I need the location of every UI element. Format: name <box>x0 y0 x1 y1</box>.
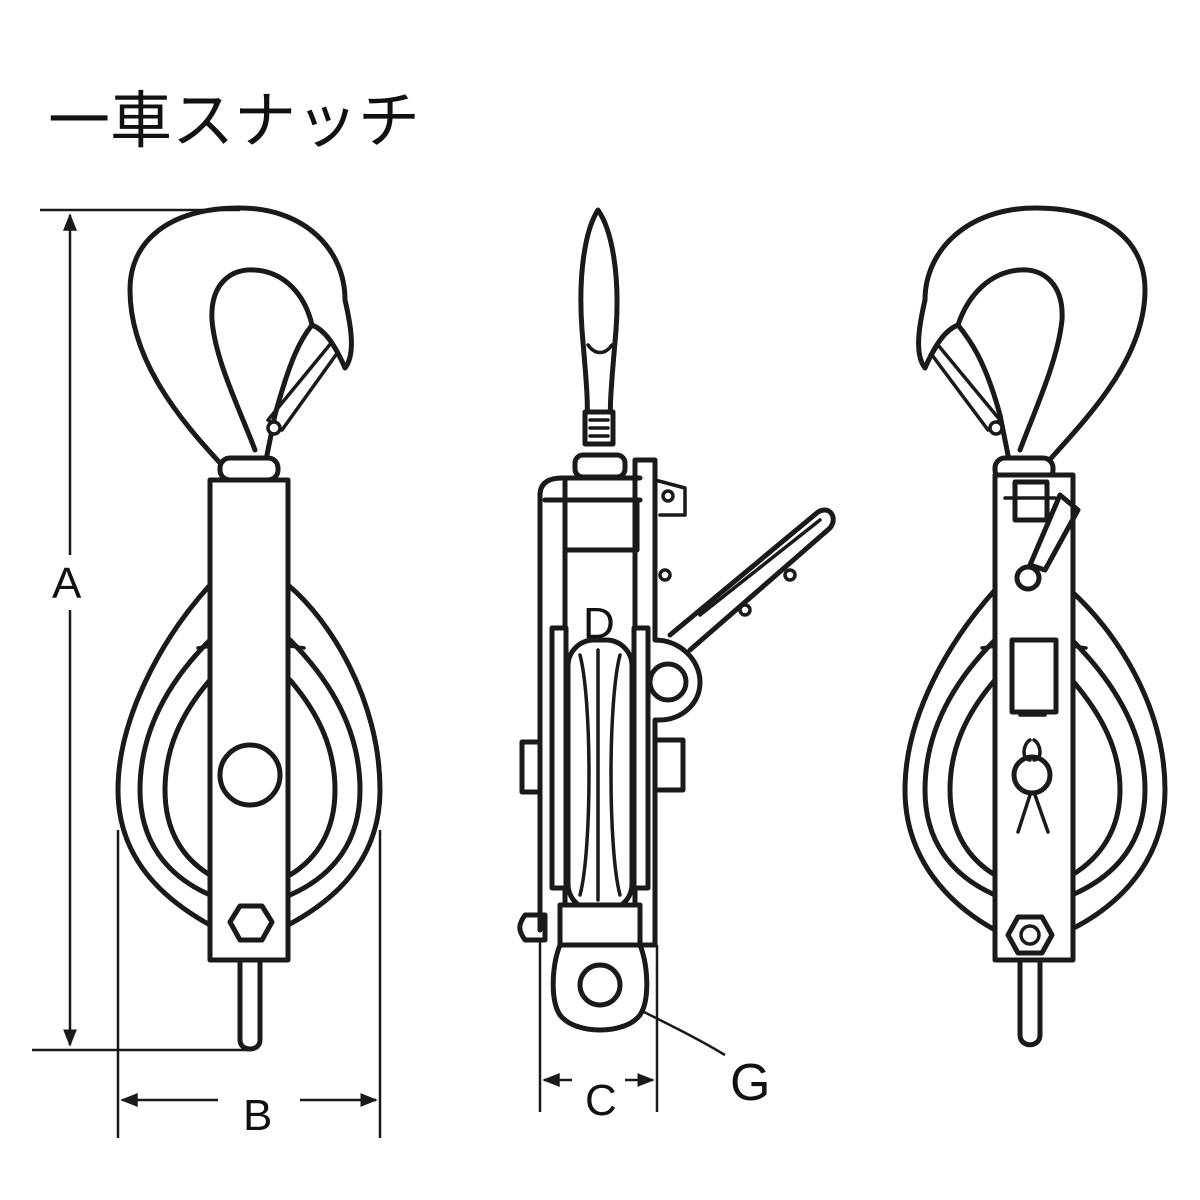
back-hook-throat <box>955 267 1065 453</box>
front-slot-right-inner <box>287 677 338 878</box>
front-hook-throat <box>209 267 315 453</box>
side-cheek-right <box>631 625 651 891</box>
side-gate-plate <box>632 457 703 948</box>
side-spring-coils <box>588 418 610 438</box>
side-handle-edge <box>698 518 822 617</box>
front-swivel <box>217 455 281 483</box>
back-rod <box>1017 957 1043 1048</box>
diagram-title: 一車スナッチ <box>48 84 420 157</box>
label-d: D <box>583 599 615 648</box>
side-hinge-pin-2 <box>658 568 672 582</box>
back-slot-right <box>1069 637 1148 898</box>
back-strap <box>992 472 1076 963</box>
side-hook-bend <box>586 343 614 355</box>
front-latch <box>266 340 340 432</box>
back-view <box>902 205 1168 1048</box>
front-hook <box>127 205 354 468</box>
front-side-plate <box>115 582 383 928</box>
front-latch-pin <box>266 420 282 436</box>
side-sheave-groove <box>578 653 622 897</box>
label-b: B <box>243 1091 272 1140</box>
back-nut-bore <box>1019 924 1041 946</box>
front-rod <box>237 957 263 1052</box>
front-slot-right <box>287 637 363 898</box>
back-latch-pin <box>988 420 1004 436</box>
side-handle-rivet <box>783 568 797 582</box>
front-view: A B <box>32 205 383 1140</box>
front-axle <box>217 742 283 808</box>
back-lever-pivot <box>1014 564 1042 592</box>
side-cheek-left <box>549 625 569 891</box>
side-handle-rivet-2 <box>738 603 752 617</box>
side-swivel <box>572 452 628 480</box>
back-split-pin-legs <box>1016 793 1050 834</box>
front-bolt-hex <box>227 903 275 943</box>
side-view: C D G <box>517 207 836 1125</box>
side-gate-eye <box>647 661 689 703</box>
back-slot-left <box>922 637 998 898</box>
side-hinge-pin <box>661 489 675 503</box>
side-frame <box>537 475 643 933</box>
side-eye-hole <box>577 962 623 1008</box>
g-leader-line <box>639 1008 726 1057</box>
back-side-plate <box>902 587 1168 933</box>
front-strap <box>207 477 291 963</box>
back-split-pin-top <box>1022 738 1042 762</box>
side-latch-handle <box>667 507 836 653</box>
label-c: C <box>585 1076 617 1125</box>
back-axle <box>1011 754 1053 796</box>
side-gate-hinge <box>653 478 687 517</box>
back-lever <box>1027 492 1081 573</box>
front-slot-left <box>137 637 213 898</box>
label-g: G <box>730 1054 770 1112</box>
side-nut-right <box>652 737 686 793</box>
back-lock-pin <box>1012 479 1050 523</box>
back-slot-right-inner <box>1069 677 1123 878</box>
label-a: A <box>52 559 82 608</box>
side-hook <box>578 207 620 443</box>
side-sheave <box>565 637 635 913</box>
back-slot-left-inner <box>947 677 998 878</box>
back-window <box>1009 637 1059 715</box>
side-lower-block <box>557 902 643 948</box>
side-lower-nut <box>517 912 548 943</box>
side-top-block <box>562 497 640 553</box>
side-nut-left <box>519 739 543 795</box>
front-slot-left-inner <box>162 677 213 878</box>
